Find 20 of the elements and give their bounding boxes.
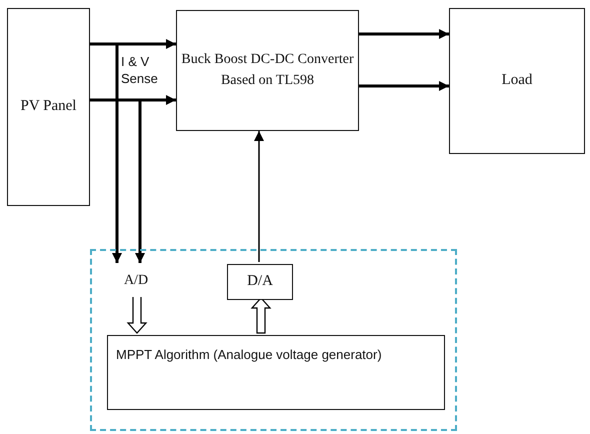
arrow bbox=[90, 98, 145, 263]
converter-box bbox=[227, 264, 293, 300]
signal-label: I & V Sense bbox=[121, 54, 159, 88]
arrow bbox=[359, 29, 449, 39]
converter-box bbox=[176, 10, 359, 131]
node-label: MPPT Algorithm (Analogue voltage generator) bbox=[116, 346, 382, 364]
arrow bbox=[359, 81, 449, 91]
dashed-boundary-box bbox=[90, 249, 457, 431]
node-label: Load bbox=[502, 71, 532, 90]
node-label: A/D bbox=[124, 272, 148, 290]
arrow bbox=[254, 131, 264, 262]
node-label: D/A bbox=[247, 272, 273, 292]
hollow-arrow bbox=[126, 294, 148, 334]
hollow-arrow bbox=[250, 297, 272, 334]
panel-box bbox=[7, 8, 90, 206]
algorithm-box bbox=[107, 335, 445, 410]
node-label: Buck Boost DC-DC Converter Based on TL598 bbox=[180, 51, 355, 90]
load-box bbox=[449, 8, 585, 154]
arrow bbox=[90, 42, 122, 263]
node-label: PV Panel bbox=[20, 97, 76, 116]
